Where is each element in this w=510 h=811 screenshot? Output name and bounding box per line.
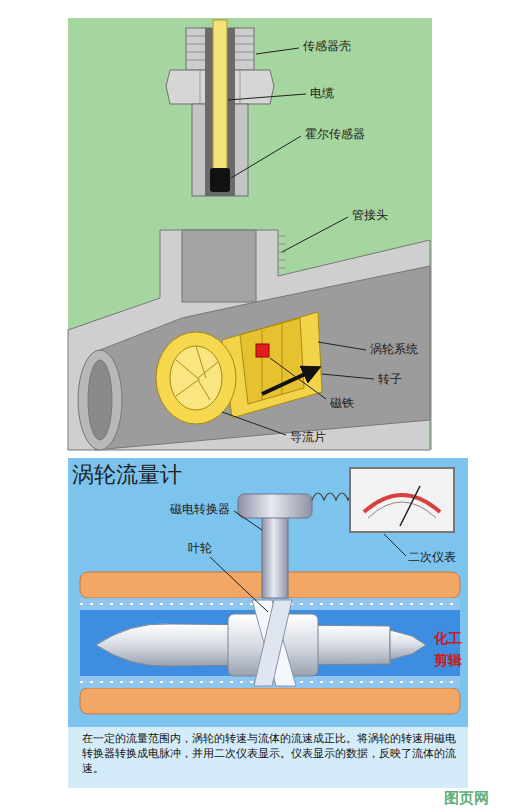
caption-ground bbox=[68, 727, 468, 788]
flow-arrow bbox=[262, 368, 318, 394]
turbine-system bbox=[156, 312, 322, 424]
part-label: 传感器壳 bbox=[303, 39, 351, 54]
part-label: 电缆 bbox=[310, 86, 334, 101]
leader-lines bbox=[222, 48, 374, 435]
part-label: 涡轮系统 bbox=[370, 342, 418, 357]
impeller bbox=[252, 600, 296, 686]
cable bbox=[213, 20, 227, 172]
part-label: 二次仪表 bbox=[408, 550, 456, 565]
part-label: 管接头 bbox=[352, 208, 388, 223]
hall-sensor bbox=[210, 168, 230, 192]
caption-text: 在一定的流量范围内，涡轮的转速与流体的流速成正比。将涡轮的转速用磁电转换器转换成… bbox=[82, 731, 458, 776]
part-label: 磁电转换器 bbox=[170, 502, 230, 517]
source-note: 化工 bbox=[434, 630, 462, 648]
leader-lines bbox=[210, 511, 406, 612]
pipe-fitting bbox=[68, 230, 430, 450]
part-label: 转子 bbox=[378, 372, 402, 387]
part-label: 导流片 bbox=[290, 430, 326, 445]
watermark: 图页网 bbox=[444, 789, 489, 808]
panel-ground bbox=[68, 18, 432, 450]
panel-ground bbox=[68, 458, 468, 788]
part-label: 叶轮 bbox=[188, 541, 212, 556]
magnetoelectric-converter bbox=[238, 494, 312, 598]
diagram-title: 涡轮流量计 bbox=[72, 461, 182, 489]
source-note: 剪辑 bbox=[434, 652, 462, 670]
secondary-meter bbox=[350, 468, 454, 532]
part-label: 霍尔传感器 bbox=[305, 127, 365, 142]
part-label: 磁铁 bbox=[330, 396, 354, 411]
